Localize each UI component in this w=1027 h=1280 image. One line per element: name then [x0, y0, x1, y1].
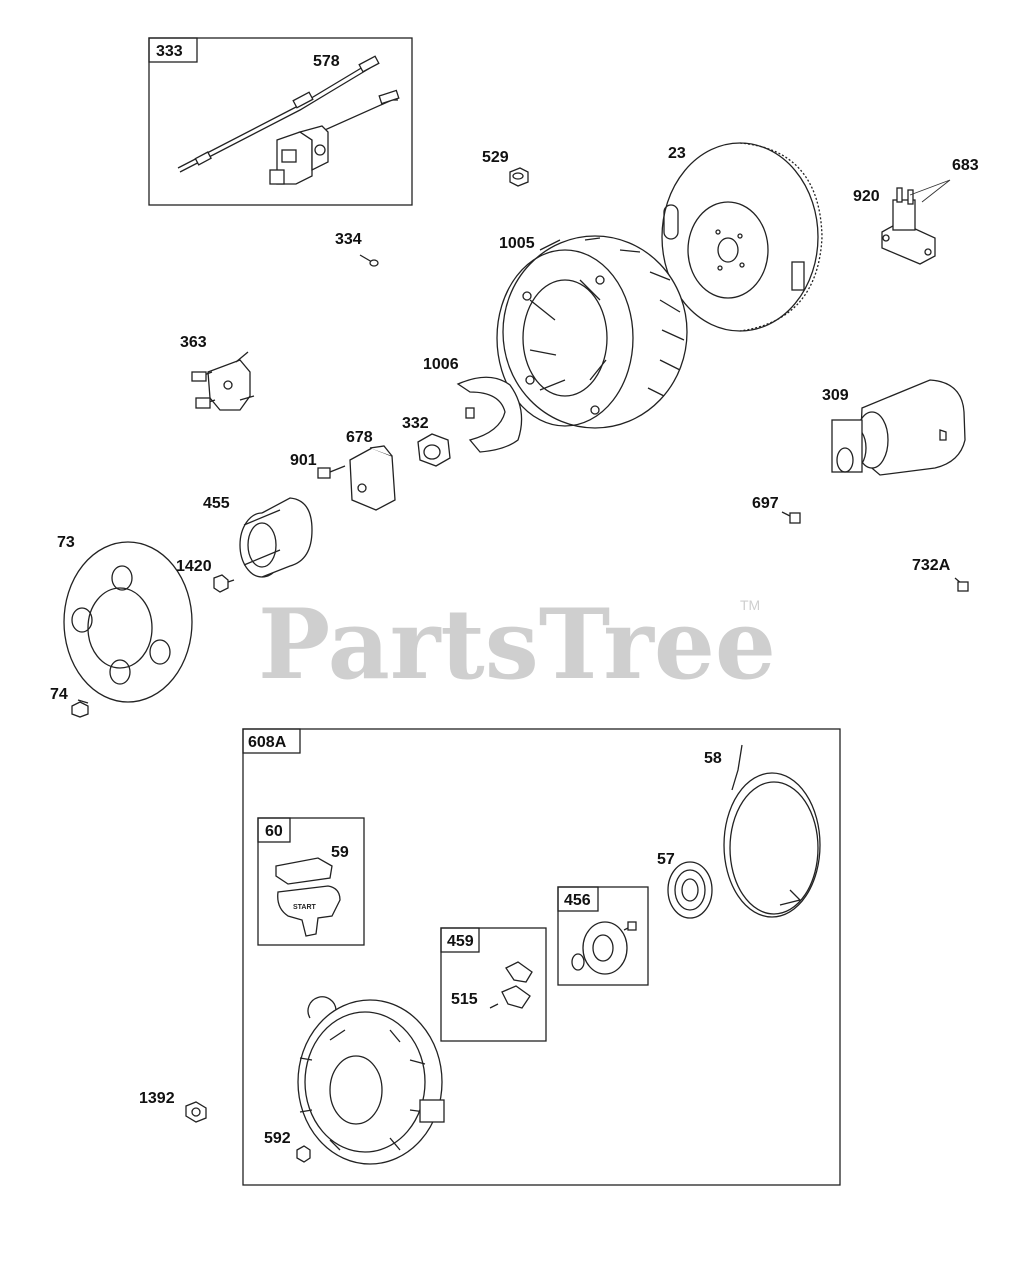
box-608A[interactable]: 608A [242, 728, 841, 1186]
part-697-bolt[interactable] [781, 511, 801, 524]
part-73-screen[interactable] [63, 541, 193, 703]
part-1006-ring[interactable] [456, 376, 523, 453]
box-459[interactable]: 459 [440, 927, 547, 1042]
part-1005-fan[interactable] [496, 235, 688, 429]
part-74-bolt[interactable] [71, 699, 89, 718]
part-309-starter[interactable] [831, 379, 966, 476]
handle-start-text: START [293, 904, 317, 911]
part-732A-bolt[interactable] [954, 577, 969, 592]
part-1392-nut[interactable] [185, 1101, 207, 1123]
callout-529: 529 [482, 149, 509, 166]
callout-23: 23 [668, 145, 686, 162]
part-363-bracket[interactable] [191, 351, 255, 411]
callout-732A: 732A [912, 557, 951, 574]
leader-683 [909, 179, 951, 203]
part-1420-nut[interactable] [213, 574, 235, 593]
part-529-nut[interactable] [509, 167, 529, 187]
part-23-flywheel[interactable] [661, 142, 823, 332]
callout-74: 74 [50, 686, 68, 703]
callout-59: 59 [331, 844, 349, 861]
box-333-label: 333 [156, 43, 183, 60]
callout-683: 683 [952, 157, 979, 174]
callout-73: 73 [57, 534, 75, 551]
callout-697: 697 [752, 495, 779, 512]
box-459-label: 459 [447, 933, 474, 950]
callout-678: 678 [346, 429, 373, 446]
part-920-solenoid[interactable] [881, 187, 936, 265]
box-60-label: 60 [265, 823, 283, 840]
part-332-nut[interactable] [417, 433, 451, 467]
part-60-handle[interactable]: START [277, 885, 341, 937]
callout-515: 515 [451, 991, 478, 1008]
callout-334: 334 [335, 231, 362, 248]
part-678-cup[interactable] [349, 445, 396, 511]
callout-363: 363 [180, 334, 207, 351]
callout-592: 592 [264, 1130, 291, 1147]
callout-578: 578 [313, 53, 340, 70]
callout-309: 309 [822, 387, 849, 404]
box-456[interactable]: 456 [557, 886, 649, 986]
part-456-pulley[interactable] [571, 921, 637, 975]
box-333[interactable]: 333 [148, 37, 413, 206]
callout-1392: 1392 [139, 1090, 175, 1107]
part-592-nut[interactable] [296, 1145, 311, 1163]
callout-332: 332 [402, 415, 429, 432]
box-456-label: 456 [564, 892, 591, 909]
part-59-insert[interactable] [275, 857, 333, 885]
part-58-spring[interactable] [723, 744, 821, 918]
box-60[interactable]: 60 [257, 817, 365, 946]
watermark-text: PartsTree [258, 588, 776, 701]
callout-1420: 1420 [176, 558, 212, 575]
part-57-spring[interactable] [667, 861, 713, 919]
part-578-harness[interactable] [177, 55, 400, 185]
callout-455: 455 [203, 495, 230, 512]
part-334-bolt[interactable] [359, 254, 379, 267]
part-608A-housing[interactable] [297, 996, 445, 1165]
part-901-bolt[interactable] [317, 465, 346, 479]
box-608A-label: 608A [248, 734, 287, 751]
part-515-pawls[interactable] [489, 961, 533, 1009]
watermark-trademark: TM [740, 597, 760, 613]
callout-58: 58 [704, 750, 722, 767]
callout-1005: 1005 [499, 235, 535, 252]
callout-1006: 1006 [423, 356, 459, 373]
callout-901: 901 [290, 452, 317, 469]
callout-57: 57 [657, 851, 675, 868]
callout-920: 920 [853, 188, 880, 205]
part-455-cup[interactable] [239, 497, 313, 578]
